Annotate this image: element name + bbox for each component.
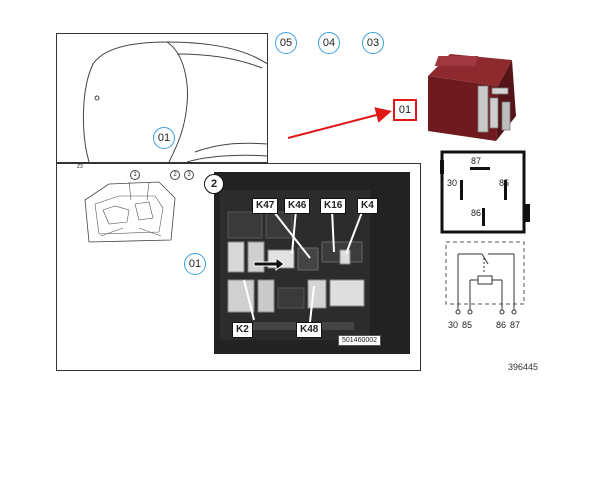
- callout-05[interactable]: 05: [275, 32, 297, 54]
- callout-01-car[interactable]: 01: [153, 127, 175, 149]
- label-k46: K46: [284, 198, 311, 214]
- detail-small-label: Z3: [77, 164, 83, 170]
- marker-1: 1: [130, 170, 140, 180]
- schematic-pin-85: 85: [462, 320, 473, 330]
- schematic-pin-86: 86: [496, 320, 507, 330]
- label-k48: K48: [296, 322, 323, 338]
- relay-pin-diagram: 87 30 85 86: [440, 150, 530, 235]
- label-k47: K47: [252, 198, 279, 214]
- schematic-pin-30: 30: [448, 320, 459, 330]
- relay-pin-85: 85: [499, 178, 510, 188]
- label-k2: K2: [232, 322, 253, 338]
- callout-04[interactable]: 04: [318, 32, 340, 54]
- callout-01-fuse[interactable]: 01: [184, 253, 206, 275]
- engine-bay-sketch: [84, 181, 176, 243]
- label-k16: K16: [320, 198, 347, 214]
- relay-photo: [428, 54, 516, 141]
- car-top-view-outline: [82, 41, 269, 163]
- relay-schematic: 30 85 86 87: [444, 240, 534, 332]
- schematic-pin-87: 87: [510, 320, 521, 330]
- callout-03[interactable]: 03: [362, 32, 384, 54]
- label-k4: K4: [357, 198, 378, 214]
- detail-number-badge: 2: [204, 174, 224, 194]
- marker-2: 2: [170, 170, 180, 180]
- red-arrow: [287, 107, 392, 139]
- fuse-box-photo: 2 K47 K46 K16 K4 K2 K48 501460002: [204, 172, 410, 354]
- marker-3: 3: [184, 170, 194, 180]
- photo-code: 501460002: [338, 335, 382, 346]
- relay-pin-87: 87: [471, 156, 482, 166]
- detail-frame: Z3 1 2 3: [56, 163, 421, 371]
- callout-01-relay[interactable]: 01: [393, 99, 417, 121]
- relay-pin-86: 86: [471, 208, 482, 218]
- reference-number: 396445: [508, 362, 539, 372]
- relay-pin-30: 30: [447, 178, 458, 188]
